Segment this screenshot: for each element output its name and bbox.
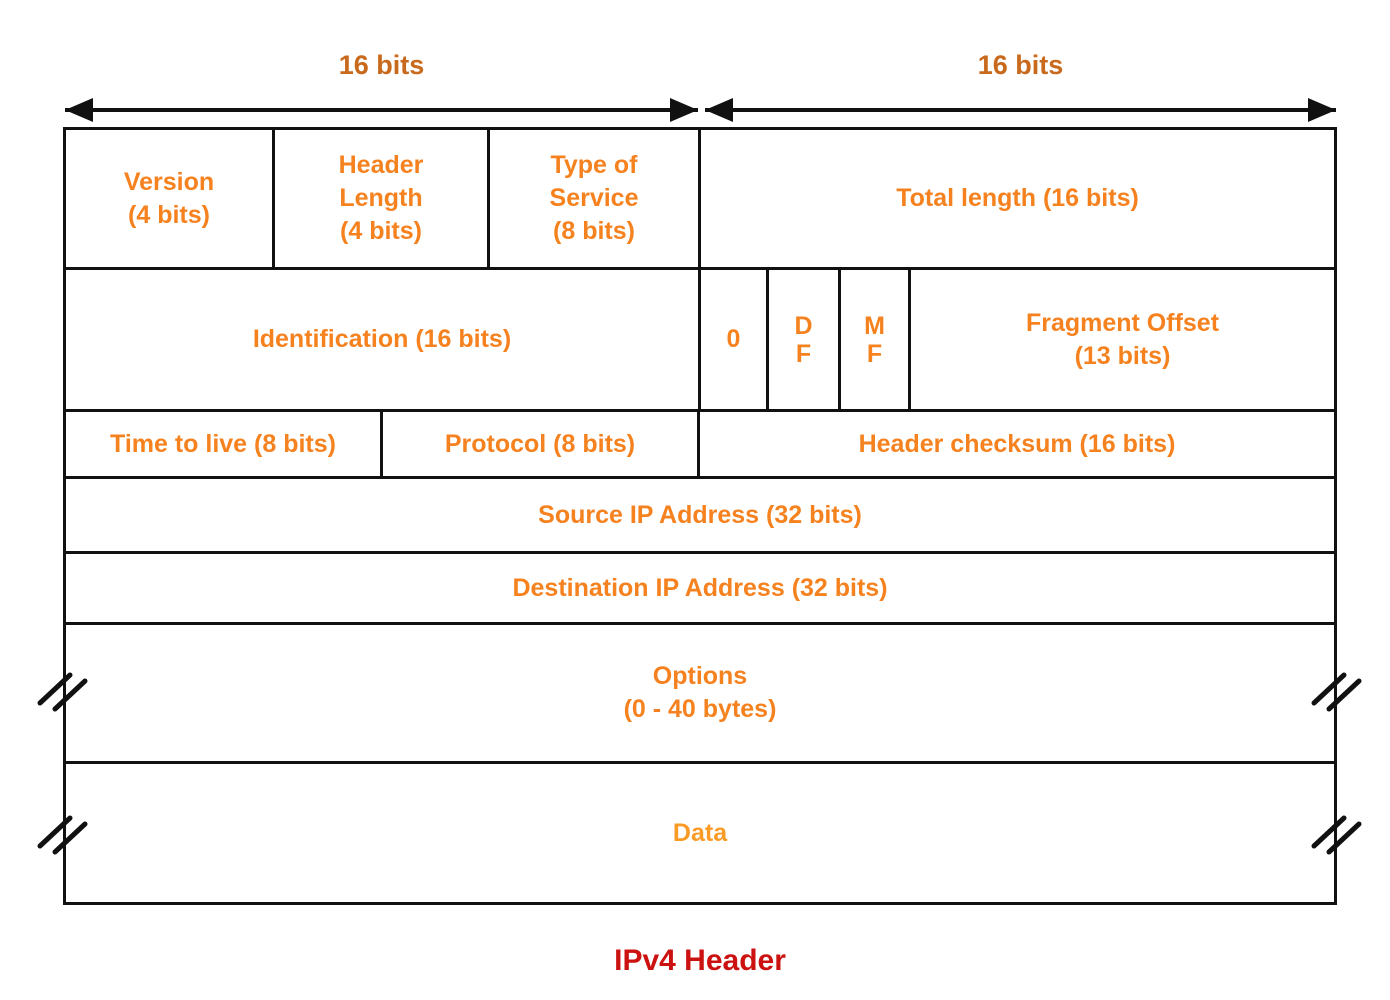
field-destination-ip-label: Destination IP Address (32 bits) [512, 573, 888, 602]
row-word-3: Time to live (8 bits) Protocol (8 bits) … [66, 412, 1334, 479]
field-version-label: Version(4 bits) [123, 167, 215, 229]
field-protocol: Protocol (8 bits) [383, 412, 700, 476]
bit-scale-label-left: 16 bits [338, 50, 425, 80]
row-data: Data [66, 764, 1334, 902]
break-mark-data-right [1311, 811, 1363, 859]
break-mark-options-right [1311, 668, 1363, 716]
field-fragment-offset-label: Fragment Offset(13 bits) [1025, 308, 1220, 370]
bit-scale-arrow-right [705, 98, 1336, 122]
field-options-label: Options(0 - 40 bytes) [623, 662, 777, 723]
row-word-4: Source IP Address (32 bits) [66, 479, 1334, 554]
field-source-ip: Source IP Address (32 bits) [66, 479, 1334, 551]
diagram-title: IPv4 Header [614, 944, 786, 977]
row-word-5: Destination IP Address (32 bits) [66, 554, 1334, 625]
field-total-length-label: Total length (16 bits) [896, 184, 1139, 212]
field-time-to-live: Time to live (8 bits) [66, 412, 383, 476]
field-protocol-label: Protocol (8 bits) [444, 429, 636, 458]
bit-scale-label-right: 16 bits [977, 50, 1064, 80]
bit-scale-arrow-left [65, 98, 698, 122]
field-header-checksum-label: Header checksum (16 bits) [858, 429, 1176, 458]
break-mark-options-left [37, 668, 89, 716]
field-identification: Identification (16 bits) [66, 270, 701, 409]
row-options: Options(0 - 40 bytes) [66, 625, 1334, 764]
field-data-label: Data [672, 818, 728, 847]
break-mark-data-left [37, 811, 89, 859]
field-version: Version(4 bits) [66, 130, 275, 267]
field-source-ip-label: Source IP Address (32 bits) [538, 500, 862, 529]
field-time-to-live-label: Time to live (8 bits) [110, 429, 336, 458]
field-reserved-zero-label: 0 [726, 325, 741, 353]
field-total-length: Total length (16 bits) [701, 130, 1334, 267]
field-destination-ip: Destination IP Address (32 bits) [66, 554, 1334, 622]
field-fragment-offset: Fragment Offset(13 bits) [911, 270, 1334, 409]
field-data: Data [66, 764, 1334, 902]
field-identification-label: Identification (16 bits) [252, 325, 512, 353]
field-header-checksum: Header checksum (16 bits) [700, 412, 1334, 476]
field-reserved-zero: 0 [701, 270, 769, 409]
field-options: Options(0 - 40 bytes) [66, 625, 1334, 761]
